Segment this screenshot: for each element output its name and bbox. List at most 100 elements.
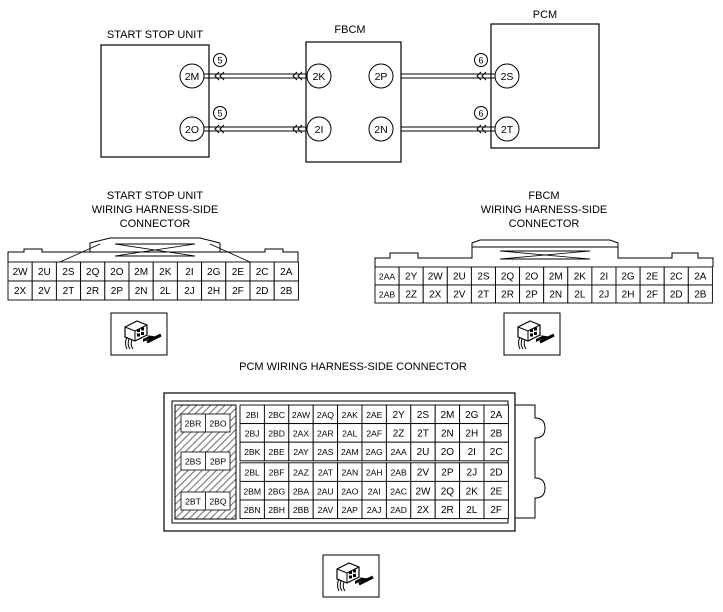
pcm-latch <box>515 404 546 519</box>
pin-label-2o: 2O <box>110 267 124 278</box>
svg-text:2S: 2S <box>501 71 514 83</box>
ssu-connector-title-3: CONNECTOR <box>120 218 191 230</box>
pin-label-2y: 2Y <box>405 272 418 283</box>
pin-label-2s: 2S <box>417 410 430 421</box>
pin-label-2bl: 2BL <box>245 468 261 478</box>
pin-label-2n: 2N <box>441 429 454 440</box>
pin-label-2az: 2AZ <box>293 468 309 478</box>
pin-label-2af: 2AF <box>366 429 382 439</box>
fbcm-connector-title-1: FBCM <box>528 190 559 202</box>
pin-label-2i: 2I <box>185 267 193 278</box>
pin-label-2j: 2J <box>599 290 610 301</box>
pin-label-2r: 2R <box>86 286 99 297</box>
pin-label-2r: 2R <box>441 505 454 516</box>
pcm-side-block: 2BR 2BO 2BS 2BP 2BT 2BQ <box>174 404 237 520</box>
pin-label-2b: 2B <box>280 286 293 297</box>
pin-label-2i: 2I <box>468 447 476 458</box>
fbcm-connector-title-3: CONNECTOR <box>509 218 580 230</box>
pin-cell <box>273 280 299 301</box>
wire-ssu-fbcm-1 <box>204 71 306 81</box>
pin-label-2aa: 2AA <box>390 447 407 457</box>
pin-label-2b: 2B <box>490 429 503 440</box>
pin-label-2ar: 2AR <box>317 429 334 439</box>
pin-label-2ag: 2AG <box>366 447 384 457</box>
pin-label-2be: 2BE <box>268 447 285 457</box>
pin-label-2t: 2T <box>478 290 490 301</box>
pcm-pin-2bq: 2BQ <box>209 497 227 507</box>
pin-label-2ah: 2AH <box>366 468 383 478</box>
pin-label-2g: 2G <box>621 272 635 283</box>
pin-label-2ac: 2AC <box>390 486 407 496</box>
pcm-pin-2bp: 2BP <box>210 457 227 467</box>
pin-label-2bm: 2BM <box>243 486 261 496</box>
pin-label-2u: 2U <box>453 272 466 283</box>
pin-label-2x: 2X <box>14 286 27 297</box>
pcm-pin-2bs: 2BS <box>185 457 202 467</box>
wire-fbcm-pcm-2 <box>401 124 496 134</box>
pin-label-2ao: 2AO <box>341 486 359 496</box>
fbcm-pin-2i: 2I <box>306 116 332 142</box>
pin-label-2bn: 2BN <box>244 505 261 515</box>
pin-label-2u: 2U <box>38 267 51 278</box>
pin-label-2ae: 2AE <box>366 410 383 420</box>
svg-text:2O: 2O <box>185 124 199 136</box>
pin-label-2j: 2J <box>184 286 195 297</box>
wire-number-5-b: 5 <box>213 106 227 120</box>
ssu-connector-title-1: START STOP UNIT <box>107 190 203 202</box>
connector-view-icon <box>109 311 169 357</box>
pin-label-2z: 2Z <box>405 290 417 301</box>
pin-label-2i: 2I <box>600 272 608 283</box>
fbcm-pin-2n: 2N <box>368 116 394 142</box>
pin-label-2a: 2A <box>694 272 707 283</box>
fbcm-label: FBCM <box>334 24 365 36</box>
pin-label-2f: 2F <box>490 505 502 516</box>
ssu-connector: START STOP UNIT WIRING HARNESS-SIDE CONN… <box>7 190 299 301</box>
pin-label-2m: 2M <box>549 272 563 283</box>
pin-label-2ab: 2AB <box>390 468 407 478</box>
wire-number-6-a: 6 <box>474 53 488 67</box>
pin-label-2k: 2K <box>466 486 479 497</box>
pin-label-2bf: 2BF <box>269 468 285 478</box>
pin-label-2h: 2H <box>465 429 478 440</box>
pin-label-2a: 2A <box>490 410 503 421</box>
svg-text:2M: 2M <box>185 71 200 83</box>
pin-cell <box>687 284 713 304</box>
pin-label-2s: 2S <box>477 272 490 283</box>
svg-text:2K: 2K <box>313 71 326 83</box>
pin-label-2bd: 2BD <box>268 429 285 439</box>
pin-label-2aq: 2AQ <box>317 410 335 420</box>
pin-label-2a: 2A <box>280 267 293 278</box>
pin-label-2al: 2AL <box>342 429 358 439</box>
pin-label-2ak: 2AK <box>342 410 359 420</box>
svg-text:2T: 2T <box>501 124 514 136</box>
pin-label-2x: 2X <box>429 290 442 301</box>
pcm-pin-2bo: 2BO <box>209 419 227 429</box>
pin-label-2e: 2E <box>232 267 245 278</box>
pin-label-2h: 2H <box>207 286 220 297</box>
svg-text:6: 6 <box>478 108 483 118</box>
fbcm-latch <box>472 246 618 260</box>
svg-text:2I: 2I <box>315 124 324 136</box>
wire-ssu-fbcm-2 <box>204 124 306 134</box>
pin-label-2an: 2AN <box>341 468 358 478</box>
pin-label-2e: 2E <box>490 486 503 497</box>
pin-label-2t: 2T <box>63 286 75 297</box>
pin-label-2f: 2F <box>646 290 658 301</box>
pin-label-2av: 2AV <box>318 505 334 515</box>
pin-label-2bj: 2BJ <box>245 429 260 439</box>
ssu-pin-2m: 2M <box>179 63 205 89</box>
pcm-connector-title: PCM WIRING HARNESS-SIDE CONNECTOR <box>239 361 467 373</box>
pin-label-2n: 2N <box>135 286 148 297</box>
pin-label-2w: 2W <box>416 486 432 497</box>
pcm-pin-2br: 2BR <box>185 419 202 429</box>
svg-text:2P: 2P <box>375 71 388 83</box>
pin-label-2c: 2C <box>256 267 269 278</box>
pin-label-2l: 2L <box>466 505 478 516</box>
pin-label-2y: 2Y <box>392 410 405 421</box>
wire-number-5-a: 5 <box>213 53 227 67</box>
wire-fbcm-pcm-1 <box>401 71 496 81</box>
pin-label-2ay: 2AY <box>293 447 309 457</box>
